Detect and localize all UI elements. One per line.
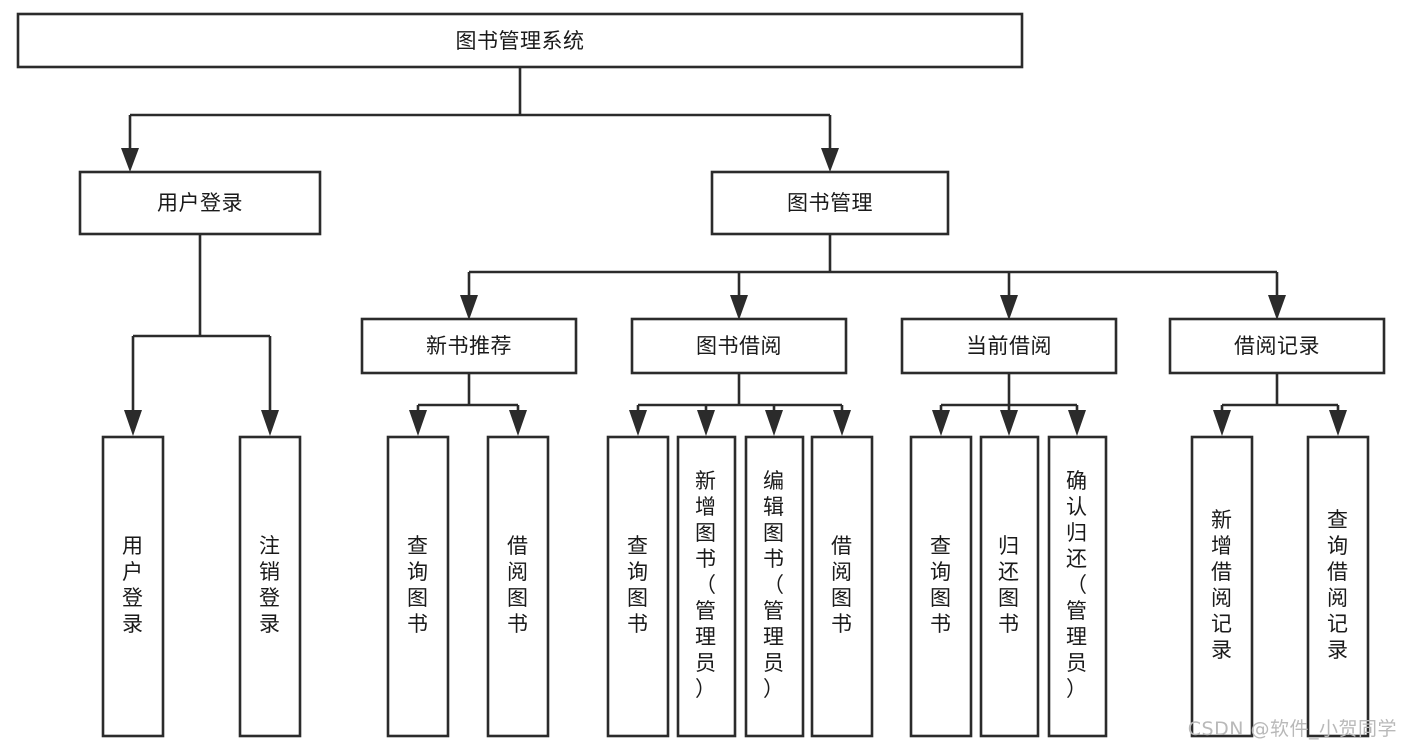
node-leaf-borrow-book-2[interactable]: 借阅图书 bbox=[810, 435, 874, 738]
node-current-borrow-box[interactable] bbox=[900, 317, 1118, 375]
node-current-borrow-label: 当前借阅 bbox=[966, 334, 1052, 358]
node-book-manage-box[interactable] bbox=[710, 170, 950, 236]
node-new-book-recommend-label: 新书推荐 bbox=[426, 334, 512, 358]
arrow-icon-recommend-leaf-1 bbox=[409, 410, 427, 436]
node-leaf-return-book-box[interactable] bbox=[979, 435, 1040, 738]
node-leaf-edit-book-box[interactable] bbox=[744, 435, 805, 738]
node-leaf-user-logout[interactable]: 注销登录 bbox=[238, 435, 302, 738]
node-leaf-add-record[interactable]: 新增借阅记录 bbox=[1190, 435, 1254, 738]
node-leaf-user-logout-label: 注销登录 bbox=[259, 534, 281, 636]
node-leaf-query-book-2-box[interactable] bbox=[606, 435, 670, 738]
node-leaf-borrow-book-2-label: 借阅图书 bbox=[831, 534, 853, 636]
node-book-manage[interactable]: 图书管理 bbox=[710, 170, 950, 236]
node-leaf-query-book-3-box[interactable] bbox=[909, 435, 973, 738]
node-user-login-label: 用户登录 bbox=[157, 191, 243, 215]
arrow-icon-recommend-leaf-2 bbox=[509, 410, 527, 436]
node-leaf-return-book[interactable]: 归还图书 bbox=[979, 435, 1040, 738]
arrow-icon-root-to-user-login bbox=[121, 148, 139, 172]
node-leaf-edit-book-label: 编辑图书（管理员） bbox=[763, 469, 785, 701]
node-leaf-add-book-box[interactable] bbox=[676, 435, 737, 738]
node-leaf-query-book-3[interactable]: 查询图书 bbox=[909, 435, 973, 738]
node-leaf-add-book[interactable]: 新增图书（管理员） bbox=[676, 435, 737, 738]
arrow-icon-record-leaf-1 bbox=[1213, 410, 1231, 436]
node-leaf-user-login-label: 用户登录 bbox=[122, 534, 144, 636]
node-leaf-query-record-box[interactable] bbox=[1306, 435, 1370, 738]
node-book-borrow-box[interactable] bbox=[630, 317, 848, 375]
node-leaf-query-record-label: 查询借阅记录 bbox=[1327, 508, 1349, 662]
node-book-manage-label: 图书管理 bbox=[787, 191, 873, 215]
arrow-icon-book-manage-to-recommend bbox=[460, 295, 478, 320]
arrow-icon-borrow-leaf-3 bbox=[765, 410, 783, 436]
connector-layer bbox=[121, 67, 1347, 436]
node-root-label: 图书管理系统 bbox=[456, 29, 585, 53]
node-borrow-record-label: 借阅记录 bbox=[1234, 334, 1320, 358]
node-borrow-record[interactable]: 借阅记录 bbox=[1168, 317, 1386, 375]
node-leaf-add-record-box[interactable] bbox=[1190, 435, 1254, 738]
node-leaf-query-book-2[interactable]: 查询图书 bbox=[606, 435, 670, 738]
arrow-icon-book-manage-to-borrow bbox=[730, 295, 748, 320]
node-root-box[interactable] bbox=[16, 12, 1024, 69]
node-leaf-borrow-book-1[interactable]: 借阅图书 bbox=[486, 435, 550, 738]
node-leaf-add-book-label: 新增图书（管理员） bbox=[695, 469, 717, 701]
node-root[interactable]: 图书管理系统 bbox=[16, 12, 1024, 69]
arrow-icon-current-leaf-1 bbox=[932, 410, 950, 436]
node-leaf-borrow-book-1-box[interactable] bbox=[486, 435, 550, 738]
node-leaf-query-book-3-label: 查询图书 bbox=[930, 534, 952, 636]
node-user-login[interactable]: 用户登录 bbox=[78, 170, 322, 236]
node-leaf-user-login[interactable]: 用户登录 bbox=[101, 435, 165, 738]
node-leaf-return-book-label: 归还图书 bbox=[998, 534, 1020, 636]
node-leaf-confirm-return-label: 确认归还（管理员） bbox=[1066, 469, 1088, 701]
node-leaf-query-book-2-label: 查询图书 bbox=[627, 534, 649, 636]
arrow-icon-user-login-leaf-2 bbox=[261, 410, 279, 436]
arrow-icon-borrow-leaf-1 bbox=[629, 410, 647, 436]
node-book-borrow[interactable]: 图书借阅 bbox=[630, 317, 848, 375]
arrow-icon-borrow-leaf-2 bbox=[697, 410, 715, 436]
arrow-icon-book-manage-to-current bbox=[1000, 295, 1018, 320]
node-leaf-confirm-return-box[interactable] bbox=[1047, 435, 1108, 738]
arrow-icon-user-login-leaf-1 bbox=[124, 410, 142, 436]
node-leaf-query-book-1[interactable]: 查询图书 bbox=[386, 435, 450, 738]
arrow-icon-root-to-book-manage bbox=[821, 148, 839, 172]
arrow-icon-record-leaf-2 bbox=[1329, 410, 1347, 436]
arrow-icon-book-manage-to-record bbox=[1268, 295, 1286, 320]
node-leaf-query-book-1-label: 查询图书 bbox=[407, 534, 429, 636]
node-leaf-borrow-book-1-label: 借阅图书 bbox=[507, 534, 529, 636]
arrow-icon-current-leaf-3 bbox=[1068, 410, 1086, 436]
csdn-watermark: CSDN @软件_小贺同学 bbox=[1187, 718, 1397, 740]
node-book-borrow-label: 图书借阅 bbox=[696, 334, 782, 358]
node-leaf-user-logout-box[interactable] bbox=[238, 435, 302, 738]
node-new-book-recommend-box[interactable] bbox=[360, 317, 578, 375]
node-current-borrow[interactable]: 当前借阅 bbox=[900, 317, 1118, 375]
node-leaf-edit-book[interactable]: 编辑图书（管理员） bbox=[744, 435, 805, 738]
arrow-icon-borrow-leaf-4 bbox=[833, 410, 851, 436]
node-leaf-user-login-box[interactable] bbox=[101, 435, 165, 738]
node-leaf-query-record[interactable]: 查询借阅记录 bbox=[1306, 435, 1370, 738]
node-user-login-box[interactable] bbox=[78, 170, 322, 236]
arrow-icon-current-leaf-2 bbox=[1000, 410, 1018, 436]
node-leaf-borrow-book-2-box[interactable] bbox=[810, 435, 874, 738]
node-leaf-add-record-label: 新增借阅记录 bbox=[1211, 508, 1233, 662]
node-new-book-recommend[interactable]: 新书推荐 bbox=[360, 317, 578, 375]
node-leaf-query-book-1-box[interactable] bbox=[386, 435, 450, 738]
node-borrow-record-box[interactable] bbox=[1168, 317, 1386, 375]
node-leaf-confirm-return[interactable]: 确认归还（管理员） bbox=[1047, 435, 1108, 738]
